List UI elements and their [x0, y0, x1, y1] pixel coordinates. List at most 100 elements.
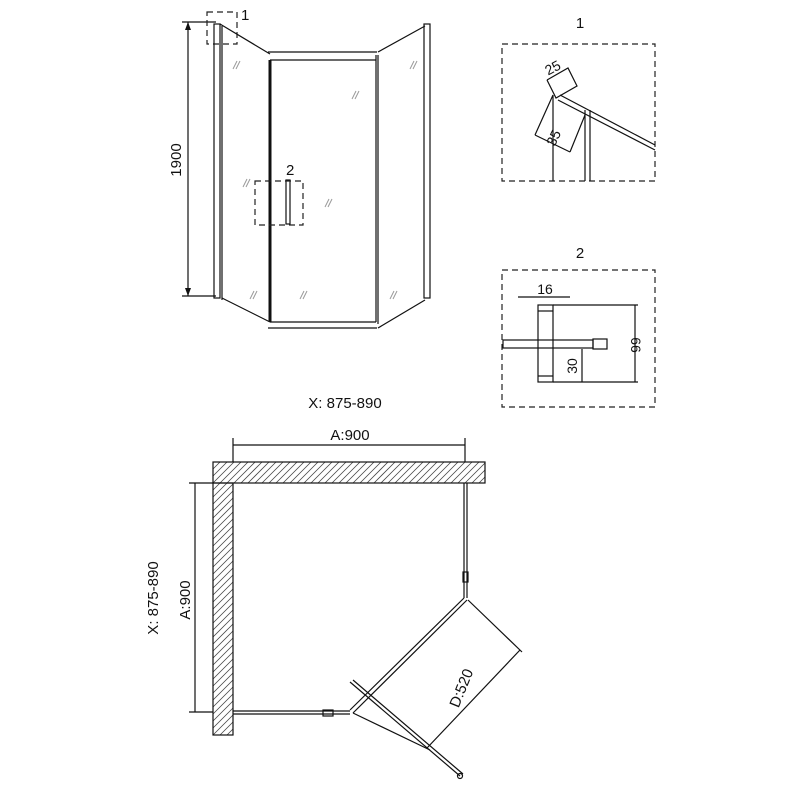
glass-mark	[252, 290, 258, 300]
hatch-line	[478, 476, 486, 484]
hatch-line	[212, 482, 228, 498]
hatch-line	[212, 651, 234, 673]
detail-2-frame	[501, 269, 656, 408]
detail-1: 1 25 35	[501, 15, 656, 182]
hatch-line	[450, 461, 473, 484]
glass-mark	[242, 178, 248, 188]
hatch-line	[212, 707, 234, 729]
plan-a-side: A:900	[177, 580, 194, 619]
detail-2-dim-66: 66	[628, 337, 644, 353]
side-wall	[212, 482, 234, 736]
hatch-line	[373, 461, 396, 484]
hatch-line	[212, 532, 234, 554]
door-closed	[349, 597, 465, 711]
callout-label-1: 1	[241, 7, 249, 24]
right-profile	[423, 23, 431, 299]
hatch-line	[212, 461, 235, 484]
detail-2-title: 2	[576, 245, 584, 262]
hatch-line	[212, 609, 234, 631]
left-profile	[213, 23, 221, 299]
hatch-line	[261, 461, 284, 484]
glass-mark	[232, 60, 238, 70]
callout-label-2: 2	[286, 162, 294, 179]
glass-mark	[249, 290, 255, 300]
hatch-line	[247, 461, 270, 484]
plan-view: X: 875-890 A:900 A:900 X: 875-890 D:520	[145, 395, 523, 780]
hatch-line	[212, 504, 234, 526]
hatch-line	[212, 665, 234, 687]
hatch-line	[212, 686, 234, 708]
glass-mark	[354, 90, 360, 100]
hatch-line	[212, 658, 234, 680]
glass-mark	[302, 290, 308, 300]
hatch-line	[226, 728, 234, 736]
hatch-line	[457, 461, 480, 484]
arrow-icon	[185, 22, 191, 30]
hatch-line	[289, 461, 312, 484]
hatch-line	[401, 461, 424, 484]
hatch-line	[338, 461, 361, 484]
hatch-line	[380, 461, 403, 484]
glass-mark	[235, 60, 241, 70]
hatch-line	[212, 630, 234, 652]
hatch-line	[275, 461, 298, 484]
hatch-line	[352, 461, 375, 484]
hatch-line	[212, 693, 234, 715]
hatch-line	[212, 602, 234, 624]
hatch-line	[324, 461, 347, 484]
hatch-line	[212, 581, 234, 603]
hatch-line	[296, 461, 319, 484]
hatch-line	[394, 461, 417, 484]
plan-x-range-side: X: 875-890	[145, 561, 162, 634]
hatch-line	[212, 616, 234, 638]
hatch-line	[219, 721, 234, 736]
hatch-line	[212, 482, 221, 491]
hatch-line	[240, 461, 263, 484]
back-wall	[212, 461, 486, 484]
hatch-line	[233, 461, 256, 484]
hatch-line	[212, 637, 234, 659]
hatch-line	[212, 525, 234, 547]
detail-1-frame	[501, 43, 656, 182]
hatch-line	[387, 461, 410, 484]
front-elevation: 1900 1 2	[168, 7, 431, 329]
hatch-line	[359, 461, 382, 484]
arrow-icon	[185, 288, 191, 296]
glass-mark	[412, 60, 418, 70]
plan-door-dimension: D:520	[446, 667, 477, 710]
plan-x-range-top: X: 875-890	[308, 395, 381, 412]
glass-mark	[245, 178, 251, 188]
hatch-line	[254, 461, 277, 484]
hatch-line	[345, 461, 368, 484]
detail-2: 2 16 66 30	[501, 245, 656, 408]
hatch-line	[317, 461, 340, 484]
hatch-line	[429, 461, 452, 484]
detail-1-title: 1	[576, 15, 584, 32]
hatch-line	[212, 546, 234, 568]
hatch-line	[415, 461, 438, 484]
hatch-line	[226, 461, 249, 484]
hatch-line	[212, 595, 234, 617]
hatch-line	[212, 700, 234, 722]
hatch-line	[212, 644, 234, 666]
plan-a-top: A:900	[330, 427, 369, 444]
hatch-line	[212, 497, 234, 519]
hatch-line	[443, 461, 466, 484]
hatch-line	[422, 461, 445, 484]
hatch-line	[219, 461, 242, 484]
wall-hatching	[212, 461, 486, 736]
glass-mark	[389, 290, 395, 300]
callout-box-1	[206, 11, 238, 45]
hatch-line	[212, 560, 234, 582]
hatch-line	[212, 672, 234, 694]
hatch-line	[212, 567, 234, 589]
door-open-swing	[349, 681, 461, 777]
hatch-line	[310, 461, 333, 484]
detail-2-dim-16: 16	[537, 281, 553, 297]
hatch-line	[212, 588, 234, 610]
hatch-line	[303, 461, 326, 484]
glass-mark	[324, 198, 330, 208]
hatch-line	[212, 574, 234, 596]
